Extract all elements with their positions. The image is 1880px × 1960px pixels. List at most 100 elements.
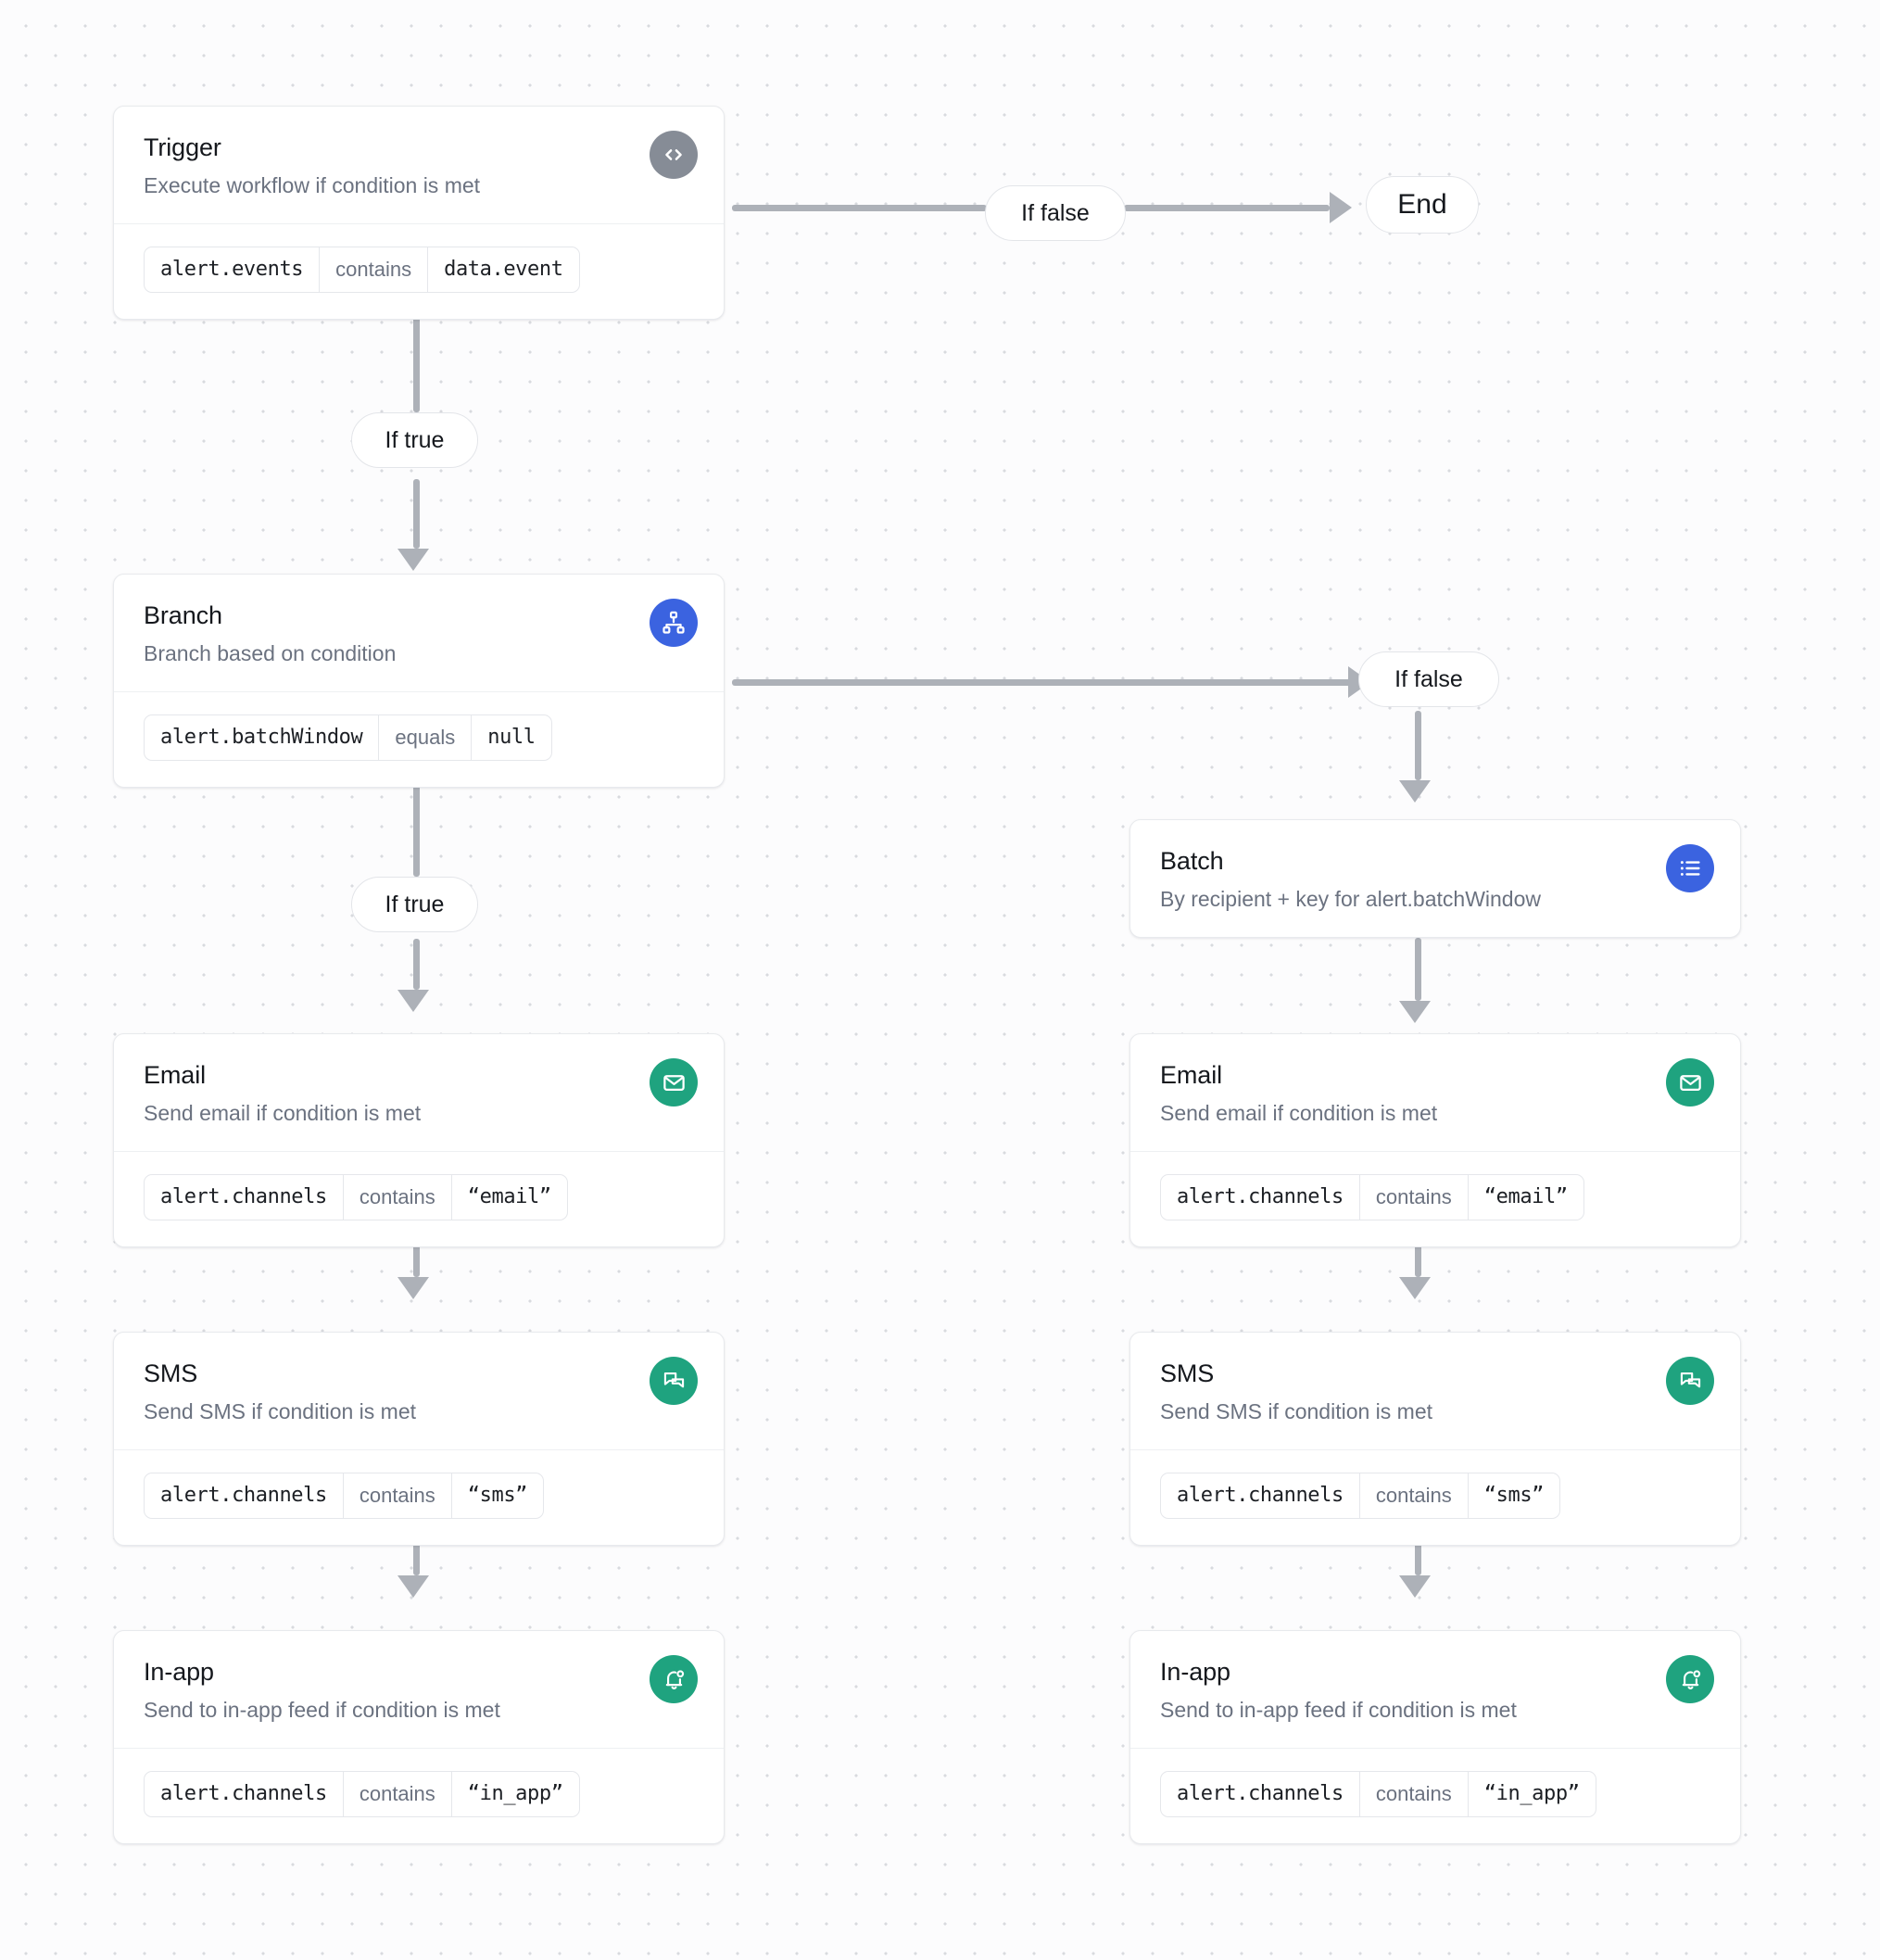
node-email-left-header: Email Send email if condition is met xyxy=(114,1034,724,1151)
chat-bubbles-icon xyxy=(1666,1357,1714,1405)
node-branch-description: Branch based on condition xyxy=(144,641,397,666)
condition-field: alert.channels xyxy=(1177,1782,1344,1806)
condition-value: “in_app” xyxy=(1483,1782,1580,1806)
hierarchy-icon xyxy=(650,599,698,647)
condition-field: alert.events xyxy=(160,258,304,282)
edge-trigger-true-arrowhead xyxy=(397,549,429,571)
edge-label-trigger-if-false[interactable]: If false xyxy=(985,185,1126,241)
node-inapp-left-body: alert.channels contains “in_app” xyxy=(114,1748,724,1843)
code-icon xyxy=(650,131,698,179)
condition-chip[interactable]: alert.events contains data.event xyxy=(144,247,580,293)
node-trigger[interactable]: Trigger Execute workflow if condition is… xyxy=(113,106,725,320)
node-branch-header: Branch Branch based on condition xyxy=(114,575,724,691)
edge-email-sms-right-arrowhead xyxy=(1399,1277,1431,1299)
condition-chip[interactable]: alert.channels contains “in_app” xyxy=(144,1771,580,1817)
node-sms-left[interactable]: SMS Send SMS if condition is met alert.c… xyxy=(113,1332,725,1546)
edge-email-sms-right-line xyxy=(1415,1233,1421,1277)
node-inapp-right[interactable]: In-app Send to in-app feed if condition … xyxy=(1129,1630,1741,1844)
condition-chip[interactable]: alert.batchWindow equals null xyxy=(144,714,552,761)
condition-chip[interactable]: alert.channels contains “sms” xyxy=(1160,1473,1561,1519)
edge-branch-true-arrowhead xyxy=(397,990,429,1012)
condition-operator: contains xyxy=(1358,1473,1469,1518)
edge-label-text: If false xyxy=(1394,665,1463,692)
condition-value: data.event xyxy=(444,258,563,282)
condition-value: “sms” xyxy=(1483,1484,1545,1508)
condition-field: alert.channels xyxy=(160,1782,327,1806)
node-email-left-description: Send email if condition is met xyxy=(144,1101,422,1126)
condition-value: “in_app” xyxy=(467,1782,563,1806)
edge-trigger-false-arrowhead xyxy=(1330,192,1352,223)
condition-operator: contains xyxy=(342,1772,452,1816)
node-email-right-description: Send email if condition is met xyxy=(1160,1101,1438,1126)
node-inapp-right-title: In-app xyxy=(1160,1658,1230,1686)
node-branch-title: Branch xyxy=(144,601,222,629)
condition-field: alert.batchWindow xyxy=(160,726,363,750)
node-inapp-left-description: Send to in-app feed if condition is met xyxy=(144,1698,500,1723)
edge-label-branch-if-false[interactable]: If false xyxy=(1358,651,1499,707)
edge-email-sms-left-arrowhead xyxy=(397,1277,429,1299)
node-sms-left-body: alert.channels contains “sms” xyxy=(114,1449,724,1545)
condition-field: alert.channels xyxy=(1177,1185,1344,1209)
edge-sms-inapp-left-arrowhead xyxy=(397,1575,429,1598)
condition-value: “email” xyxy=(1483,1185,1568,1209)
condition-operator: contains xyxy=(342,1175,452,1220)
condition-operator: contains xyxy=(319,247,429,292)
condition-chip[interactable]: alert.channels contains “in_app” xyxy=(1160,1771,1596,1817)
condition-chip[interactable]: alert.channels contains “email” xyxy=(144,1174,568,1220)
edge-trigger-true-line-b xyxy=(413,479,420,549)
node-sms-left-title: SMS xyxy=(144,1359,198,1387)
envelope-icon xyxy=(650,1058,698,1106)
edge-branch-false-line xyxy=(732,679,1357,686)
edge-sms-inapp-right-arrowhead xyxy=(1399,1575,1431,1598)
edge-branch-false-down-arrowhead xyxy=(1399,780,1431,803)
edge-trigger-false-line-a xyxy=(732,205,987,211)
edge-trigger-false-line-b xyxy=(1124,205,1330,211)
node-email-right-title: Email xyxy=(1160,1061,1223,1089)
edge-trigger-true-line-a xyxy=(413,310,420,412)
edge-label-text: If true xyxy=(385,891,445,917)
node-email-right-body: alert.channels contains “email” xyxy=(1130,1151,1740,1246)
node-email-left-title: Email xyxy=(144,1061,207,1089)
edge-branch-false-down-line xyxy=(1415,711,1421,780)
node-email-left[interactable]: Email Send email if condition is met ale… xyxy=(113,1033,725,1247)
node-trigger-title: Trigger xyxy=(144,133,221,161)
edge-batch-email-right-line xyxy=(1415,938,1421,1001)
node-branch[interactable]: Branch Branch based on condition alert.b… xyxy=(113,574,725,788)
edge-label-trigger-if-true[interactable]: If true xyxy=(351,412,478,468)
node-branch-body: alert.batchWindow equals null xyxy=(114,691,724,787)
node-inapp-left[interactable]: In-app Send to in-app feed if condition … xyxy=(113,1630,725,1844)
edge-label-branch-if-true[interactable]: If true xyxy=(351,877,478,932)
condition-operator: contains xyxy=(1358,1772,1469,1816)
edge-email-sms-left-line xyxy=(413,1233,420,1277)
node-email-left-body: alert.channels contains “email” xyxy=(114,1151,724,1246)
node-inapp-right-header: In-app Send to in-app feed if condition … xyxy=(1130,1631,1740,1748)
node-trigger-header: Trigger Execute workflow if condition is… xyxy=(114,107,724,223)
node-inapp-left-header: In-app Send to in-app feed if condition … xyxy=(114,1631,724,1748)
node-sms-left-header: SMS Send SMS if condition is met xyxy=(114,1333,724,1449)
node-batch-header: Batch By recipient + key for alert.batch… xyxy=(1130,820,1740,937)
condition-operator: contains xyxy=(1358,1175,1469,1220)
node-inapp-right-description: Send to in-app feed if condition is met xyxy=(1160,1698,1517,1723)
node-batch-description: By recipient + key for alert.batchWindow xyxy=(1160,887,1541,912)
condition-operator: equals xyxy=(378,715,473,760)
condition-value: “sms” xyxy=(467,1484,528,1508)
terminal-end[interactable]: End xyxy=(1366,176,1479,234)
bell-dot-icon xyxy=(650,1655,698,1703)
node-batch[interactable]: Batch By recipient + key for alert.batch… xyxy=(1129,819,1741,939)
node-sms-right-description: Send SMS if condition is met xyxy=(1160,1399,1433,1424)
node-email-right[interactable]: Email Send email if condition is met ale… xyxy=(1129,1033,1741,1247)
node-sms-right-title: SMS xyxy=(1160,1359,1215,1387)
condition-value: null xyxy=(487,726,536,750)
edge-label-text: If true xyxy=(385,426,445,453)
node-batch-title: Batch xyxy=(1160,847,1224,875)
node-sms-right-header: SMS Send SMS if condition is met xyxy=(1130,1333,1740,1449)
envelope-icon xyxy=(1666,1058,1714,1106)
bell-dot-icon xyxy=(1666,1655,1714,1703)
condition-chip[interactable]: alert.channels contains “email” xyxy=(1160,1174,1584,1220)
edge-sms-inapp-left-line xyxy=(413,1531,420,1575)
condition-chip[interactable]: alert.channels contains “sms” xyxy=(144,1473,545,1519)
node-inapp-right-body: alert.channels contains “in_app” xyxy=(1130,1748,1740,1843)
node-sms-right[interactable]: SMS Send SMS if condition is met alert.c… xyxy=(1129,1332,1741,1546)
node-trigger-body: alert.events contains data.event xyxy=(114,223,724,319)
